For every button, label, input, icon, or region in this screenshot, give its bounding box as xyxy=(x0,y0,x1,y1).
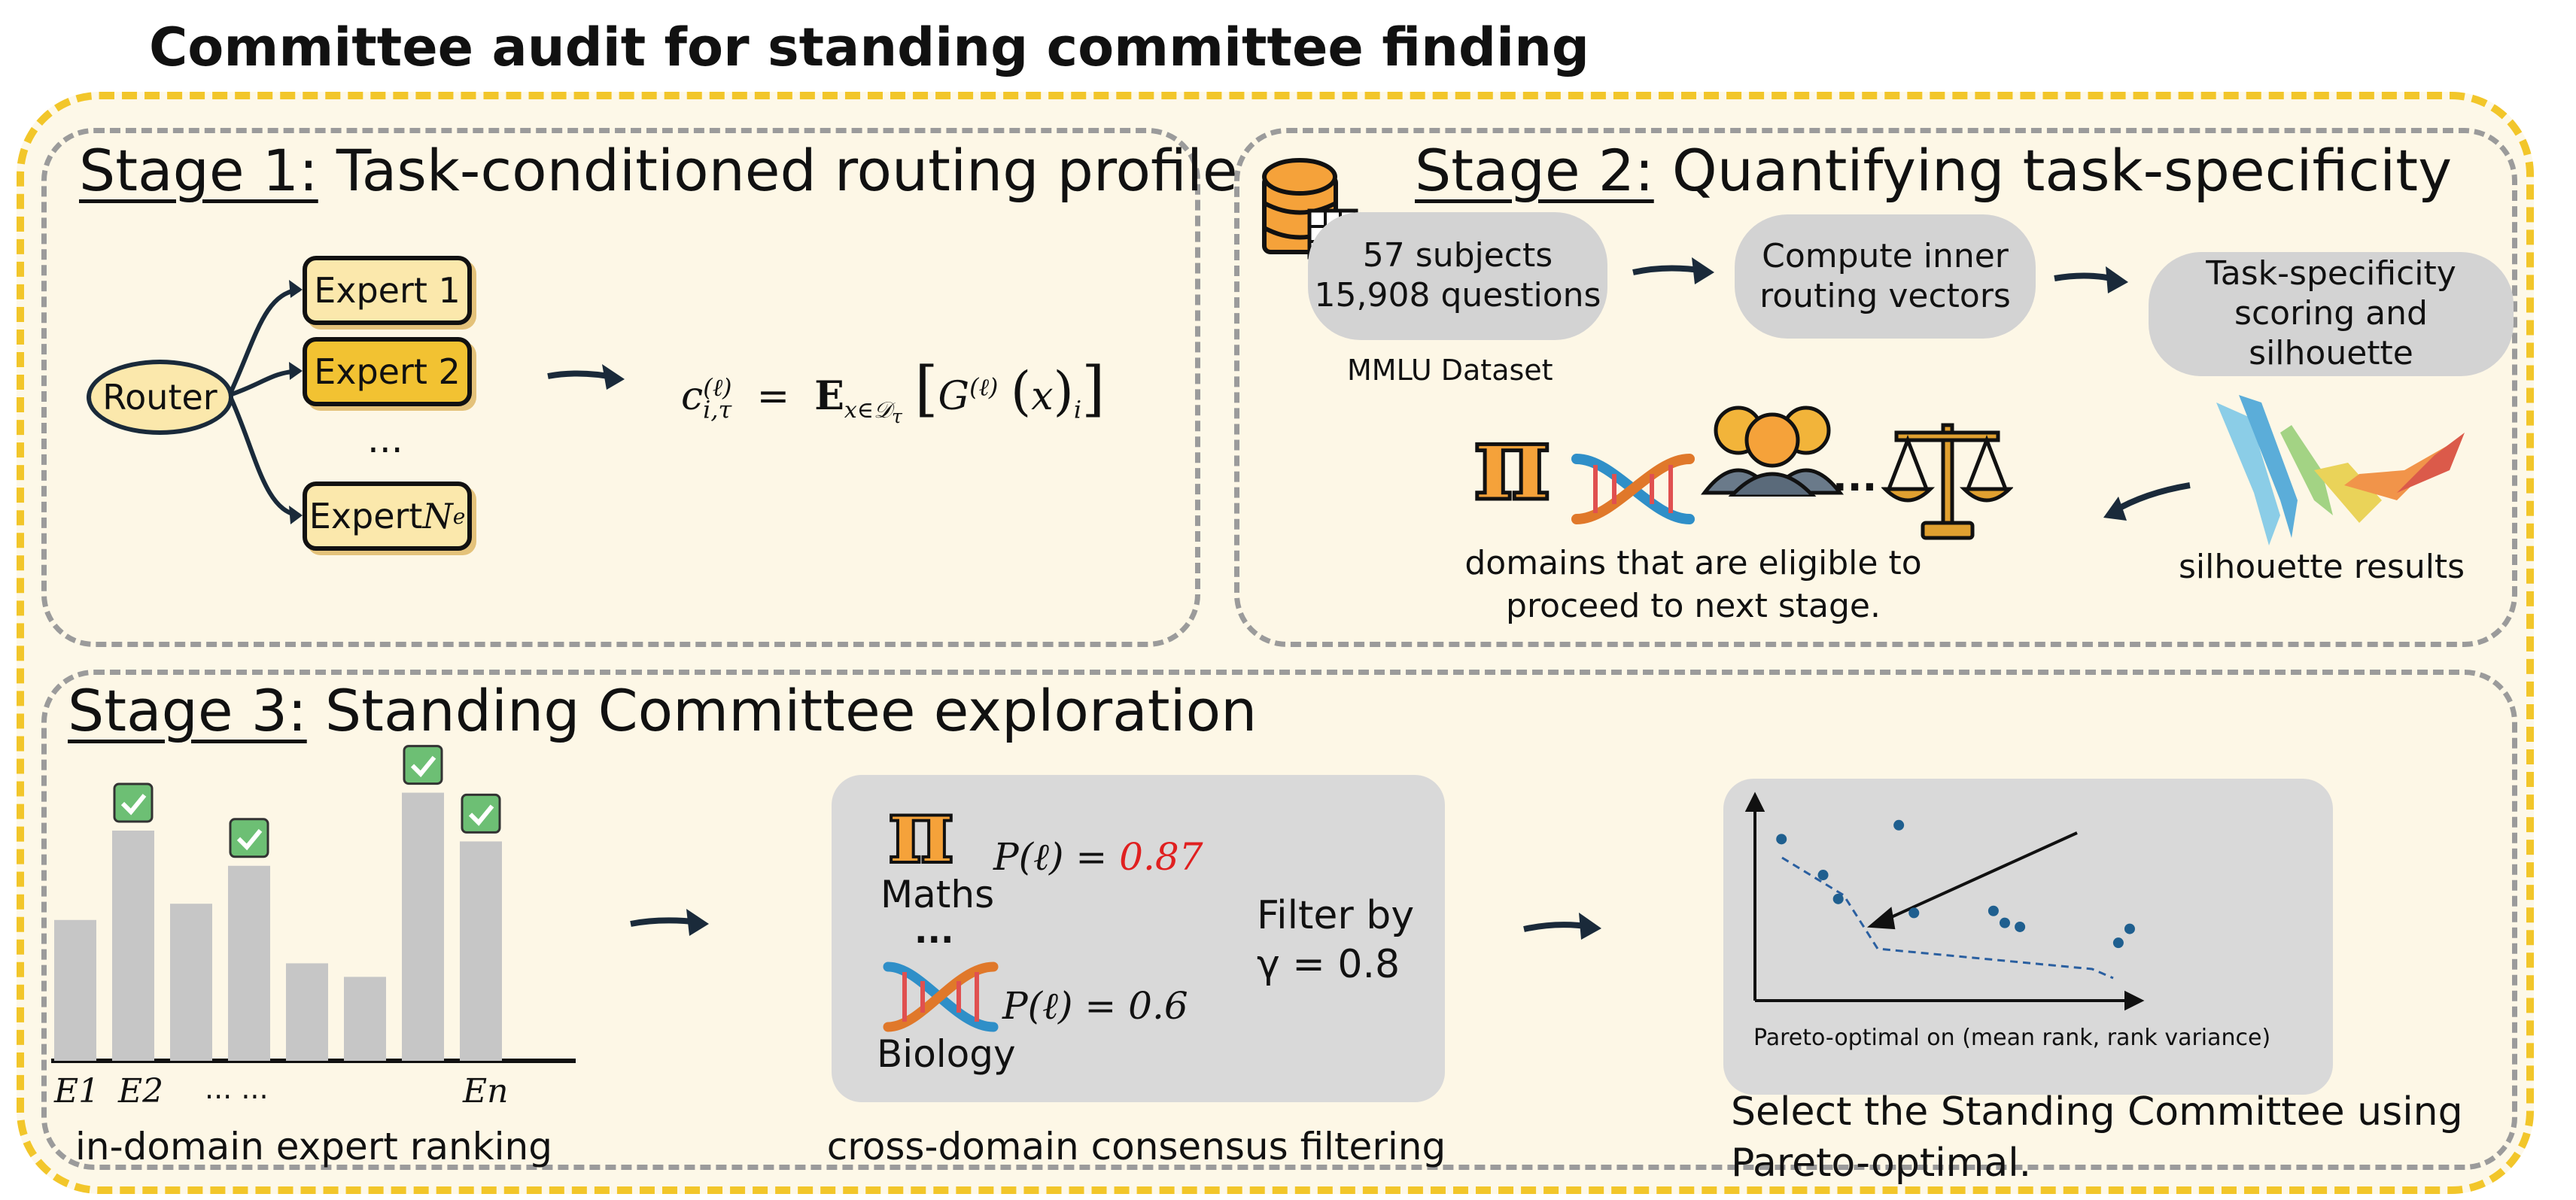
stage2-label: Stage 2: xyxy=(1415,137,1654,204)
dataset-subjects: 57 subjects xyxy=(1362,236,1553,275)
ranking-bar xyxy=(344,977,386,1061)
filter-line1: Filter by xyxy=(1257,893,1415,938)
consensus-box xyxy=(832,775,1445,1102)
stage3-heading: Stage 3: Standing Committee exploration xyxy=(68,677,1257,744)
stage1-heading: Stage 1: Task-conditioned routing profil… xyxy=(79,137,1267,204)
scatter-point xyxy=(1776,834,1787,845)
filter-line2: γ = 0.8 xyxy=(1257,942,1401,987)
scales-icon xyxy=(1881,423,2013,540)
maths-label: Maths xyxy=(880,873,995,916)
axis-label-e2: E2 xyxy=(118,1072,164,1110)
filter-text: Filter by γ = 0.8 xyxy=(1257,892,1414,989)
expert-2-box: Expert 2 xyxy=(303,337,472,406)
dataset-questions: 15,908 questions xyxy=(1314,276,1601,314)
ranking-caption: in-domain expert ranking xyxy=(75,1125,552,1168)
score-line2: scoring and silhouette xyxy=(2234,294,2428,372)
ranking-bar xyxy=(54,919,96,1061)
compute-line2: routing vectors xyxy=(1759,276,2011,315)
dataset-pill: 57 subjects 15,908 questions xyxy=(1308,212,1607,340)
compute-pill: Compute inner routing vectors xyxy=(1735,214,2036,339)
select-caption: Select the Standing Committee using Pare… xyxy=(1731,1087,2463,1189)
ranking-bar xyxy=(228,865,270,1061)
stage1-title: Task-conditioned routing profiles xyxy=(336,137,1268,204)
score-line1: Task-specificity xyxy=(2206,254,2456,293)
eligible-line1: domains that are eligible to xyxy=(1464,544,1922,582)
biology-dna-icon xyxy=(883,962,999,1032)
ranking-bar xyxy=(460,841,502,1061)
people-icon xyxy=(1700,406,1845,497)
expert-ranking-chart xyxy=(51,745,576,1063)
biology-probability: P(ℓ) = 0.6 xyxy=(1002,984,1188,1028)
scatter-point xyxy=(2112,937,2124,949)
compute-line1: Compute inner xyxy=(1762,236,2009,275)
scatter-point xyxy=(1988,905,1999,916)
scatter-point xyxy=(2124,923,2135,934)
scatter-point xyxy=(1999,917,2010,928)
stage1-label: Stage 1: xyxy=(79,137,318,204)
maths-prob-value: 0.87 xyxy=(1119,835,1203,879)
maths-pi-icon: π xyxy=(887,778,956,884)
page-title: Committee audit for standing committee f… xyxy=(148,17,1590,78)
scatter-point xyxy=(1817,870,1829,881)
pi-icon: π xyxy=(1471,401,1553,524)
pareto-axis-caption: Pareto-optimal on (mean rank, rank varia… xyxy=(1753,1025,2271,1051)
expert-n-subscript: e xyxy=(452,503,466,529)
ranking-bar xyxy=(112,831,154,1061)
router-node: Router xyxy=(87,360,233,435)
check-icon xyxy=(113,782,154,823)
stage3-label: Stage 3: xyxy=(68,677,307,744)
check-icon xyxy=(229,818,269,858)
dataset-caption: MMLU Dataset xyxy=(1347,354,1553,387)
eligible-caption: domains that are eligible to proceed to … xyxy=(1449,542,1938,627)
maths-probability: P(ℓ) = 0.87 xyxy=(993,835,1203,879)
scatter-point xyxy=(1908,907,1920,919)
ranking-bar xyxy=(402,792,444,1061)
consensus-caption: cross-domain consensus filtering xyxy=(826,1125,1446,1168)
check-icon xyxy=(403,745,443,785)
biology-label: Biology xyxy=(877,1032,1016,1076)
expert-ellipsis: ... xyxy=(367,418,403,461)
pareto-front-line xyxy=(1781,856,2114,980)
consensus-ellipsis: ... xyxy=(914,910,954,951)
expert-n-label: Expert xyxy=(309,496,423,536)
expert-n-symbol: N xyxy=(422,496,453,536)
select-line2: Pareto-optimal. xyxy=(1731,1140,2032,1186)
scatter-point xyxy=(2015,921,2026,932)
scatter-point xyxy=(1893,819,1905,831)
stage2-title: Quantifying task-specificity xyxy=(1671,137,2453,204)
stage2-heading: Stage 2: Quantifying task-specificity xyxy=(1415,137,2452,204)
maths-prob-prefix: P(ℓ) = xyxy=(993,835,1120,879)
silhouette-caption: silhouette results xyxy=(2179,548,2465,586)
select-line1: Select the Standing Committee using xyxy=(1731,1089,2463,1135)
dna-icon xyxy=(1571,454,1695,524)
routing-formula: ci,τ(ℓ) = Ex∈𝒟τ [G(ℓ) (x)i] xyxy=(681,354,1106,428)
stage3-title: Standing Committee exploration xyxy=(324,677,1258,744)
axis-label-e1: E1 xyxy=(54,1072,100,1110)
scatter-point xyxy=(1832,893,1844,904)
pareto-box xyxy=(1723,779,2333,1095)
ranking-bar xyxy=(170,904,212,1061)
silhouette-plot-icon xyxy=(2216,395,2465,545)
axis-label-ellipsis: ... ... xyxy=(205,1072,269,1105)
pareto-plot xyxy=(1744,791,2145,1011)
expert-1-box: Expert 1 xyxy=(303,256,472,325)
ranking-bar xyxy=(286,963,328,1061)
score-pill: Task-specificity scoring and silhouette xyxy=(2149,252,2514,376)
domain-ellipsis: ... xyxy=(1832,455,1878,500)
axis-label-en: En xyxy=(463,1072,509,1110)
eligible-line2: proceed to next stage. xyxy=(1506,587,1881,626)
check-icon xyxy=(461,793,501,834)
